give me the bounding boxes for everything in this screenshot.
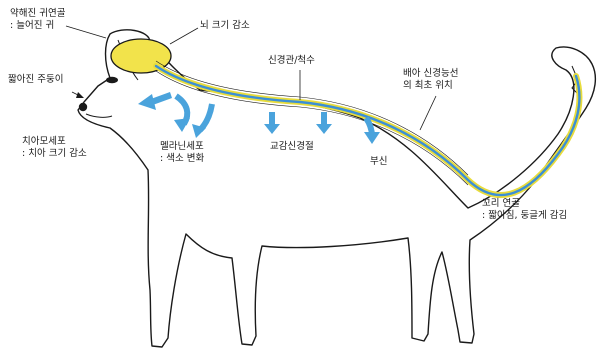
arrow-to-melanocyte: [192, 104, 212, 138]
neural-crest-label: 배아 신경능선 의 최초 위치: [403, 68, 458, 92]
ear-leader: [66, 26, 106, 38]
brain-leader: [170, 28, 198, 44]
tail-cartilage-label: 꼬리 연골 : 짧아짐, 둥글게 감김: [482, 198, 567, 222]
neural-crest-line: [156, 66, 579, 195]
arrow-to-ganglion-2: [316, 112, 332, 134]
odontoblast-label: 치아모세포 : 치아 크기 감소: [22, 136, 87, 160]
brain-label: 뇌 크기 감소: [200, 20, 250, 32]
neural-crest-leader: [420, 96, 436, 130]
arrow-to-face: [138, 92, 172, 110]
nose: [79, 103, 87, 111]
arrow-to-jaw: [174, 96, 190, 132]
arrow-to-ganglion-1: [264, 112, 280, 134]
neural-tube-line: [156, 66, 579, 195]
ear-cartilage-label: 약해진 귀연골 : 늘어진 귀: [10, 8, 65, 32]
eye: [106, 77, 118, 83]
sympathetic-ganglion-label: 교감신경절: [270, 141, 314, 153]
neural-tube-label: 신경관/척수: [268, 55, 315, 67]
muzzle-arrow-head: [76, 92, 84, 98]
adrenal-label: 부신: [370, 156, 387, 168]
melanocyte-label: 멜라닌세포 : 색소 변화: [160, 141, 204, 165]
short-muzzle-label: 짧아진 주둥이: [8, 74, 63, 86]
mouth: [86, 114, 112, 117]
